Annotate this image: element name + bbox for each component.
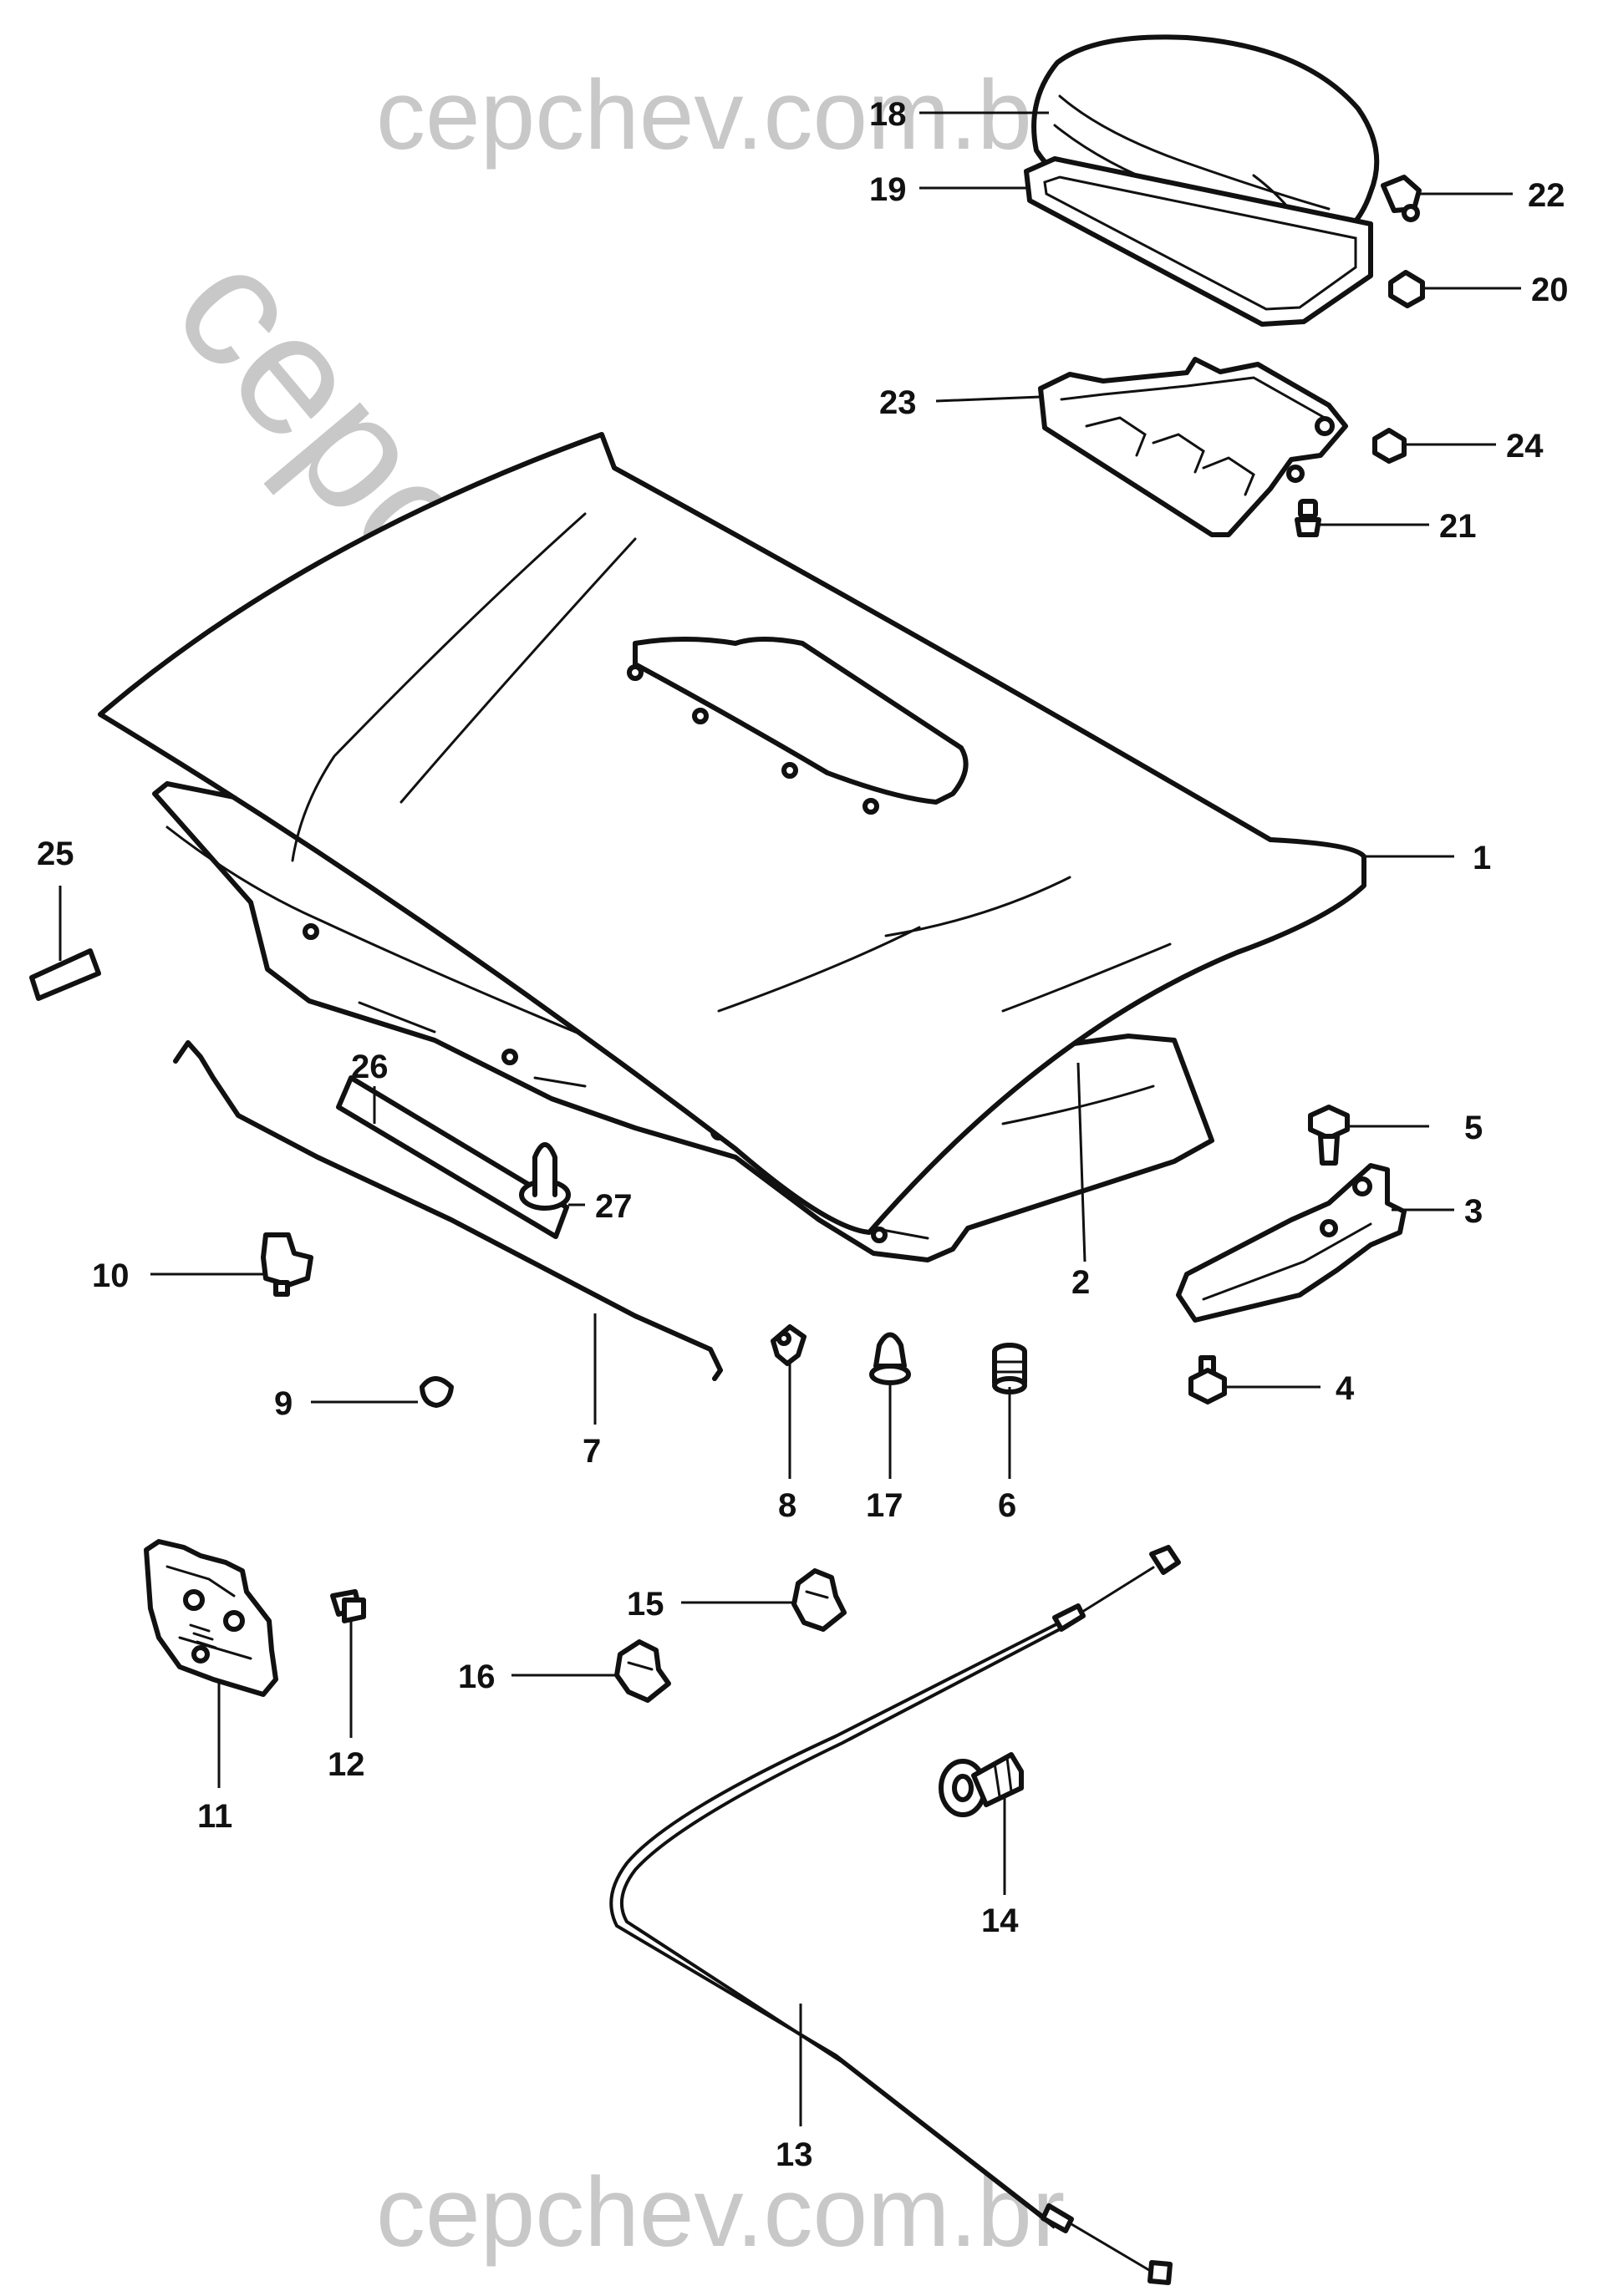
part-bumper-6: [992, 1343, 1027, 1394]
part-bolt-5: [1308, 1105, 1350, 1166]
part-screw-21: [1295, 499, 1321, 537]
part-push-pin: [519, 1142, 571, 1211]
part-retainer-17: [869, 1332, 911, 1385]
callout-13: 13: [776, 2136, 813, 2173]
part-plug-9: [420, 1376, 454, 1408]
callout-26: 26: [351, 1049, 389, 1085]
part-bolt-12: [330, 1589, 366, 1623]
callout-19: 19: [869, 171, 907, 208]
part-nut-24: [1372, 428, 1407, 464]
callout-numbers: 1 2 3 4 5 6 7 8 9 10 11 12 13 14 15 16 1…: [37, 96, 1569, 2173]
part-rod-clip-8: [771, 1324, 807, 1366]
callout-20: 20: [1531, 272, 1569, 308]
callout-10: 10: [92, 1257, 130, 1294]
part-hood-hinge: [1176, 1163, 1407, 1323]
part-hood-latch: [144, 1539, 278, 1697]
part-prop-rod: [173, 1040, 723, 1381]
part-nut-20: [1388, 270, 1425, 308]
callout-5: 5: [1464, 1110, 1483, 1146]
callout-24: 24: [1506, 428, 1544, 465]
callout-18: 18: [869, 96, 907, 133]
part-clip-10: [261, 1232, 313, 1297]
callout-25: 25: [37, 836, 74, 872]
watermark-top: cepchev.com.br: [376, 60, 1065, 170]
leader-lines: [59, 111, 1521, 2126]
callout-6: 6: [998, 1487, 1016, 1524]
part-cable-clip-16: [614, 1639, 671, 1703]
callout-4: 4: [1336, 1370, 1355, 1407]
callout-7: 7: [583, 1433, 601, 1470]
part-hood-outer-panel: [98, 432, 1366, 1235]
callout-11: 11: [197, 1798, 232, 1835]
part-bolt-4: [1188, 1355, 1227, 1405]
watermark-bottom: cepchev.com.br: [376, 2157, 1065, 2268]
callout-12: 12: [328, 1746, 365, 1783]
callout-23: 23: [879, 384, 917, 421]
part-seal-strip: [336, 1075, 569, 1239]
part-grommet-14: [939, 1752, 1024, 1817]
callout-15: 15: [627, 1586, 664, 1623]
callout-16: 16: [458, 1659, 496, 1695]
part-scoop-bracket: [1038, 357, 1348, 537]
part-bumper-strip: [29, 948, 101, 1001]
callout-3: 3: [1464, 1193, 1483, 1230]
callout-27: 27: [595, 1188, 633, 1225]
callout-17: 17: [866, 1487, 903, 1524]
callout-14: 14: [981, 1902, 1019, 1939]
callout-22: 22: [1528, 177, 1565, 214]
part-clip-22: [1381, 175, 1422, 222]
callout-21: 21: [1439, 508, 1477, 545]
callout-2: 2: [1071, 1264, 1090, 1301]
callout-1: 1: [1473, 840, 1491, 876]
part-scoop-gasket: [1024, 156, 1373, 327]
callout-9: 9: [274, 1385, 293, 1422]
callout-8: 8: [778, 1487, 796, 1524]
part-cable-clip-15: [791, 1568, 847, 1632]
part-release-cable: [609, 1545, 1181, 2285]
